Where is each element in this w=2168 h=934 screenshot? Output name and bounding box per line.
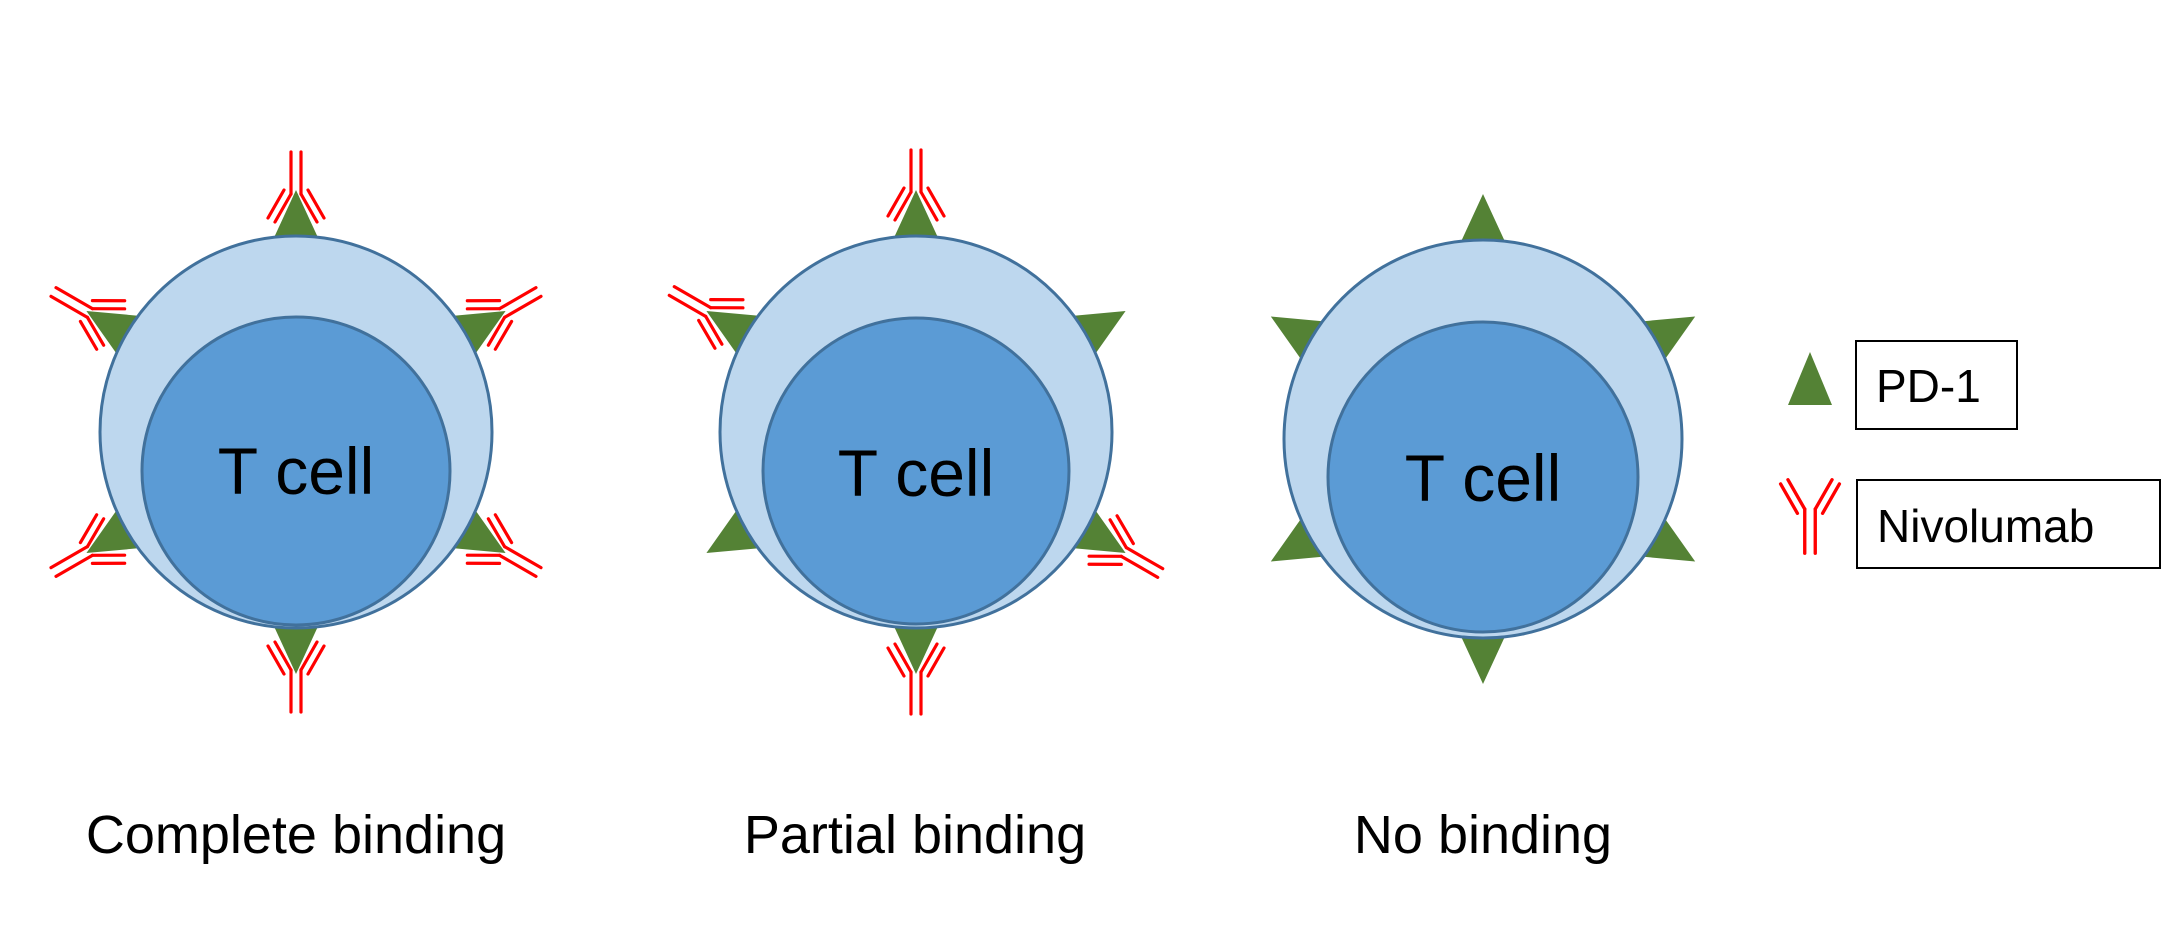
pd1-receptor [706, 506, 764, 553]
pd1-receptor [1270, 514, 1328, 562]
nivolumab-antibody [1087, 514, 1165, 579]
inner-cell-body [1326, 320, 1640, 634]
cell-label-complete: T cell [218, 434, 375, 508]
pd1-receptor [1459, 194, 1507, 246]
pd1-receptor [1270, 316, 1328, 364]
pd1-receptor [86, 311, 144, 358]
pd1-receptor [272, 622, 320, 674]
pd1-receptor [1068, 506, 1126, 553]
pd1-receptor [1068, 311, 1126, 358]
cell-none [1270, 194, 1696, 684]
nivolumab-antibody [667, 285, 745, 350]
pd1-receptor [706, 311, 764, 358]
legend: PD-1 Nivolumab [1778, 340, 2161, 569]
pd1-receptor [892, 190, 940, 242]
caption-partial-binding: Partial binding [744, 805, 1086, 865]
pd1-receptor [86, 506, 144, 553]
pd1-receptor [1459, 632, 1507, 684]
legend-box-nivolumab [1856, 479, 2161, 569]
legend-label-pd1: PD-1 [1876, 360, 1981, 412]
legend-label-nivolumab: Nivolumab [1877, 500, 2094, 552]
cell-complete [49, 150, 543, 714]
caption-complete-binding: Complete binding [86, 805, 506, 865]
inner-cell-body [761, 316, 1071, 626]
nivolumab-legend-symbol [1778, 478, 1842, 555]
nivolumab-antibody [886, 148, 946, 222]
nivolumab-antibody [49, 513, 127, 578]
nivolumab-antibody [49, 286, 127, 351]
pd1-receptor [1638, 316, 1696, 364]
pd1-legend-icon [1788, 352, 1832, 405]
pd1-receptor [272, 190, 320, 242]
cell-partial [667, 148, 1165, 716]
nivolumab-antibody [266, 150, 326, 224]
cells-layer [49, 148, 1696, 716]
pd1-receptor [448, 506, 506, 553]
antibody-legend-icon [1778, 478, 1842, 555]
cell-label-none: T cell [1405, 441, 1562, 515]
nivolumab-antibody [266, 640, 326, 714]
caption-no-binding: No binding [1354, 805, 1612, 865]
pd1-receptor [1638, 514, 1696, 562]
legend-box-pd1 [1855, 340, 2018, 430]
nivolumab-antibody [886, 642, 946, 716]
nivolumab-antibody [465, 286, 543, 351]
pd1-receptor [448, 311, 506, 358]
nivolumab-antibody [465, 513, 543, 578]
cell-label-partial: T cell [838, 436, 995, 510]
inner-cell-body [140, 315, 452, 627]
pd1-receptor [892, 622, 940, 674]
